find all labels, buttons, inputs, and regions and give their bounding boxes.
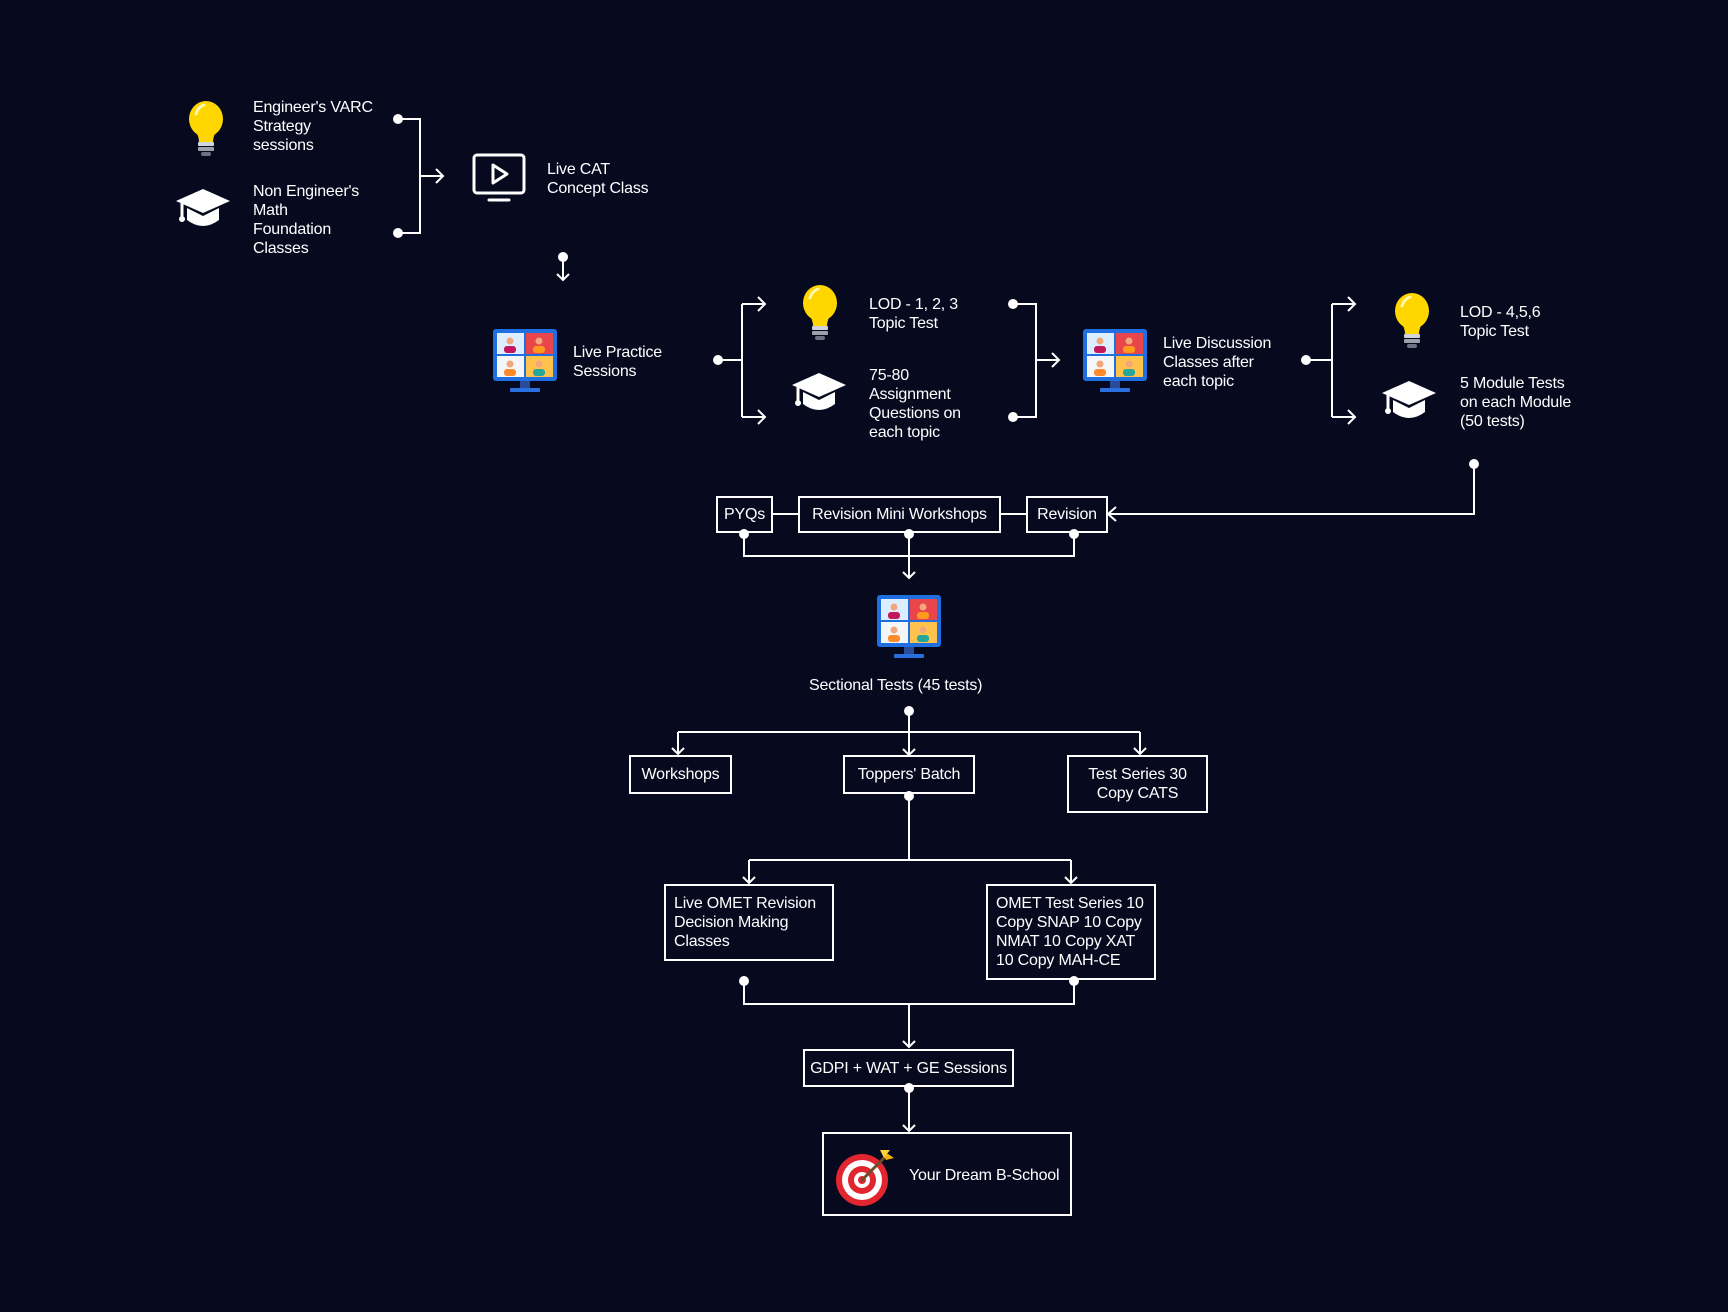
lightbulb-icon [803, 285, 837, 340]
live-discussion-label: Live Discussion Classes after each topic [1163, 335, 1272, 390]
video-play-icon [472, 153, 526, 202]
live-omet-label: Live OMET Revision Decision Making Class… [674, 895, 816, 950]
non-engineers-math-label: Non Engineer's Math Foundation Classes [253, 183, 360, 257]
dream-b-school-label: Your Dream B-School [909, 1167, 1060, 1184]
workshops-box: Workshops [629, 755, 732, 794]
omet-test-series-label: OMET Test Series 10 Copy SNAP 10 Copy NM… [996, 895, 1144, 969]
video-conference-icon [493, 329, 557, 392]
toppers-batch-box: Toppers' Batch [843, 755, 975, 794]
pyqs-box: PYQs [716, 496, 773, 533]
video-conference-icon [1083, 329, 1147, 392]
sectional-tests-label: Sectional Tests (45 tests) [809, 677, 983, 694]
video-conference-icon [877, 595, 941, 658]
test-series-label: Test Series 30 Copy CATS [1088, 766, 1187, 802]
graduation-cap-icon [176, 189, 230, 226]
lod-456-label: LOD - 4,5,6 Topic Test [1460, 304, 1541, 340]
dream-b-school-box: Your Dream B-School [822, 1132, 1072, 1216]
live-omet-box: Live OMET Revision Decision Making Class… [664, 884, 834, 961]
graduation-cap-icon [1382, 381, 1436, 418]
assignment-label: 75-80 Assignment Questions on each topic [869, 367, 961, 441]
lightbulb-icon [189, 101, 223, 156]
revision-box: Revision [1026, 496, 1108, 533]
graduation-cap-icon [792, 373, 846, 410]
revision-mini-workshops-box: Revision Mini Workshops [798, 496, 1001, 533]
test-series-box: Test Series 30 Copy CATS [1067, 755, 1208, 813]
target-icon [836, 1150, 894, 1206]
omet-test-series-box: OMET Test Series 10 Copy SNAP 10 Copy NM… [986, 884, 1156, 980]
gdpi-box: GDPI + WAT + GE Sessions [803, 1049, 1014, 1087]
live-practice-label: Live Practice Sessions [573, 344, 662, 380]
live-cat-label: Live CAT Concept Class [547, 161, 649, 197]
lightbulb-icon [1395, 293, 1429, 348]
engineers-varc-label: Engineer's VARC Strategy sessions [253, 99, 373, 154]
module-tests-label: 5 Module Tests on each Module (50 tests) [1460, 375, 1572, 430]
lod-123-label: LOD - 1, 2, 3 Topic Test [869, 296, 958, 332]
